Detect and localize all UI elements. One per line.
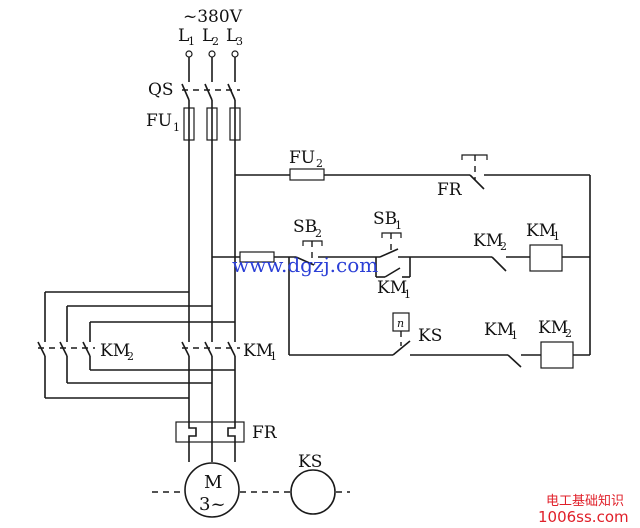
svg-text:SB: SB (373, 209, 397, 229)
watermark-url: 1006ss.com (538, 508, 629, 526)
fu1-label: FU 1 (146, 111, 180, 134)
svg-text:2: 2 (500, 240, 507, 253)
km2-interlock-label: KM 2 (473, 231, 507, 253)
svg-text:1: 1 (173, 121, 180, 134)
phase-label-l1: L 1 (178, 26, 195, 48)
svg-text:KM: KM (526, 221, 556, 241)
motor-label-3phase: 3~ (199, 494, 226, 515)
qs-label: QS (148, 80, 174, 100)
svg-text:2: 2 (127, 350, 134, 363)
km2-main-label: KM 2 (100, 341, 134, 363)
svg-text:1: 1 (270, 350, 277, 363)
km1-main-label: KM 1 (243, 341, 277, 363)
svg-text:KM: KM (377, 278, 407, 298)
km2-coil-label: KM 2 (538, 318, 572, 340)
control-top-rung (235, 154, 591, 355)
svg-text:1: 1 (511, 329, 518, 342)
km1-interlock-label: KM 1 (484, 320, 518, 342)
km2-reversing-branch (37, 291, 235, 399)
ks-speed-sensor (290, 469, 336, 515)
svg-text:SB: SB (293, 217, 317, 237)
fu2-label: FU 2 (289, 148, 323, 170)
svg-text:3: 3 (236, 35, 243, 48)
phase-label-l2: L 2 (202, 26, 219, 48)
sb1-label: SB 1 (373, 209, 402, 232)
svg-text:2: 2 (316, 157, 323, 170)
site-watermark: www.dgzj.com (232, 253, 378, 277)
svg-text:KM: KM (538, 318, 568, 338)
svg-text:FU: FU (289, 148, 315, 168)
supply-terminals (185, 50, 239, 82)
ks-n-symbol: n (397, 317, 404, 330)
svg-text:1: 1 (553, 230, 560, 243)
ks-sensor-label: KS (298, 452, 322, 472)
main-bus-lines (188, 108, 236, 342)
control-rung-forward (212, 232, 590, 278)
motor-label-m: M (204, 472, 222, 493)
km1-coil-label: KM 1 (526, 221, 560, 243)
svg-text:FU: FU (146, 111, 172, 131)
svg-text:1: 1 (188, 35, 195, 48)
fr-control-label: FR (437, 180, 463, 200)
watermark-cn: 电工基础知识 (546, 493, 624, 509)
supply-voltage-label: ~380V (183, 7, 243, 27)
phase-label-l3: L 3 (226, 26, 243, 48)
motor-symbol (184, 462, 240, 518)
control-rung-brake (288, 257, 590, 369)
svg-text:KM: KM (484, 320, 514, 340)
svg-text:KM: KM (473, 231, 503, 251)
svg-text:2: 2 (315, 227, 322, 240)
fr-main-label: FR (252, 423, 278, 443)
svg-text:1: 1 (404, 288, 411, 301)
svg-text:KM: KM (243, 341, 273, 361)
km1-hold-label: KM 1 (377, 278, 411, 301)
svg-text:1: 1 (395, 219, 402, 232)
sb2-label: SB 2 (293, 217, 322, 240)
qs-isolator-switch (181, 83, 240, 108)
fr-thermal-element (175, 421, 245, 462)
svg-text:KM: KM (100, 341, 130, 361)
svg-text:2: 2 (212, 35, 219, 48)
svg-text:2: 2 (565, 327, 572, 340)
svg-text:L: L (226, 26, 237, 46)
svg-text:L: L (202, 26, 213, 46)
svg-text:L: L (178, 26, 189, 46)
ks-contact-label: KS (418, 326, 442, 346)
km1-main-contacts (181, 341, 240, 422)
